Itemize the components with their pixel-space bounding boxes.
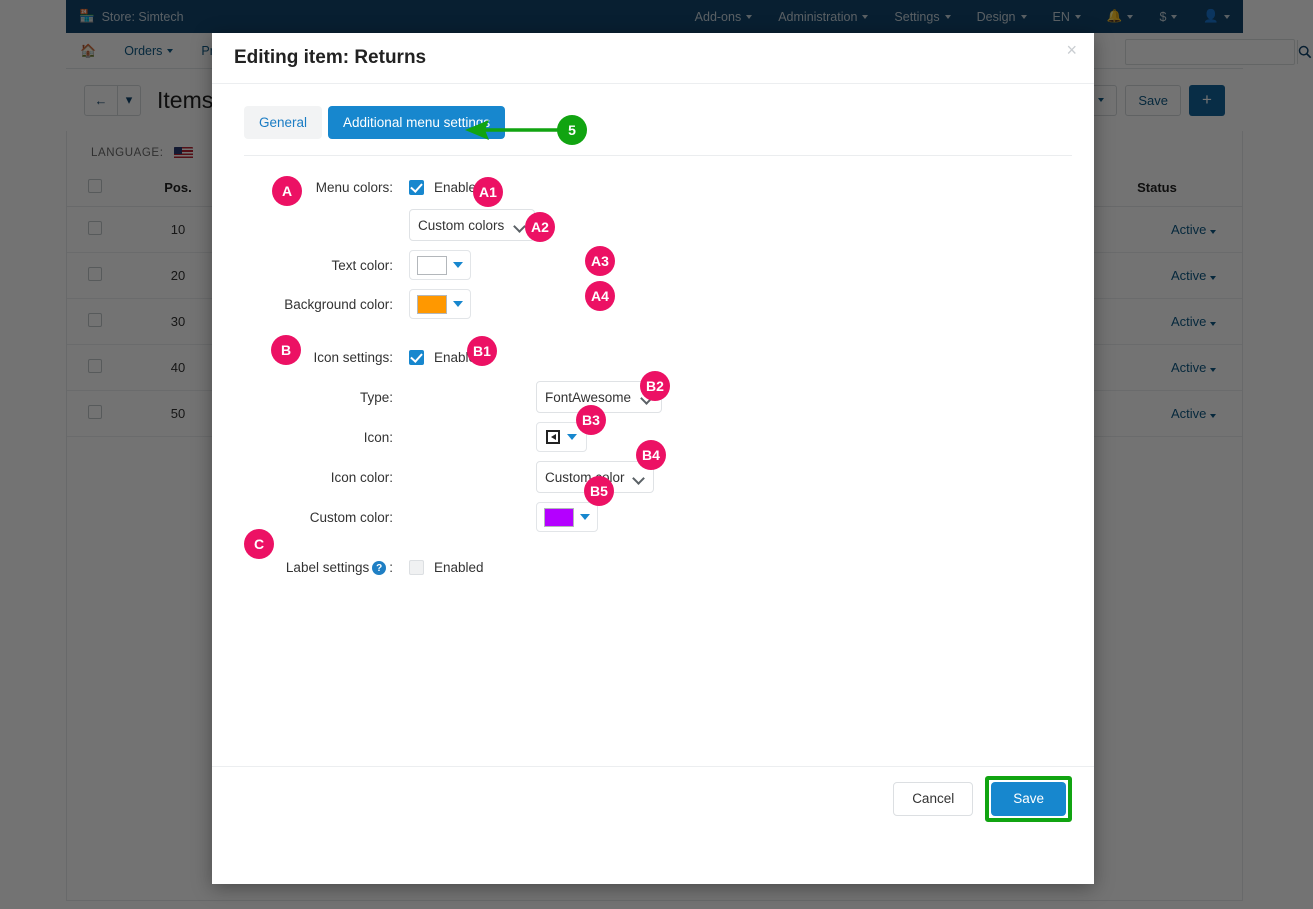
annotation-badge-B: B: [271, 335, 301, 365]
chevron-down-icon: [567, 434, 577, 440]
annotation-badge-A4: A4: [585, 281, 615, 311]
text-color-swatch: [417, 255, 447, 275]
icon-settings-enabled-checkbox[interactable]: [409, 350, 424, 365]
caret-square-left-icon: [546, 430, 560, 444]
annotation-badge-B1: B1: [467, 336, 497, 366]
field-row-menu-colors: Menu colors: Enabled: [234, 180, 1072, 195]
label-settings-enabled-label: Enabled: [434, 560, 484, 576]
background-color-label: Background color:: [284, 296, 393, 312]
field-row-color-scheme: Custom colors: [234, 209, 1072, 241]
annotation-badge-5: 5: [557, 115, 587, 145]
annotation-badge-B3: B3: [576, 405, 606, 435]
chevron-down-icon: [580, 514, 590, 520]
icon-label: Icon:: [363, 429, 393, 445]
annotation-badge-B4: B4: [636, 440, 666, 470]
field-row-icon: Icon:: [234, 422, 1072, 452]
modal-header: Editing item: Returns ×: [212, 33, 1094, 84]
icon-settings-label: Icon settings:: [313, 350, 393, 365]
custom-color-picker[interactable]: [536, 502, 598, 532]
save-button[interactable]: Save: [991, 781, 1066, 816]
annotation-badge-B2: B2: [640, 371, 670, 401]
menu-colors-enabled-label: Enabled: [434, 180, 484, 195]
label-settings-label: Label settings?:: [285, 560, 393, 576]
type-label: Type:: [359, 389, 393, 405]
tab-general[interactable]: General: [244, 106, 323, 139]
close-icon[interactable]: ×: [1066, 40, 1077, 60]
field-row-icon-settings: Icon settings: Enabled: [234, 350, 1072, 365]
chevron-down-icon: [453, 262, 463, 268]
background-color-picker[interactable]: [409, 289, 471, 319]
field-row-background-color: Background color:: [234, 289, 1072, 319]
annotation-badge-A: A: [272, 176, 302, 206]
modal-title: Editing item: Returns: [234, 47, 427, 68]
tabs-divider: [244, 155, 1072, 156]
cancel-button[interactable]: Cancel: [893, 781, 974, 816]
menu-colors-label: Menu colors:: [315, 180, 393, 195]
field-row-label-settings: Label settings?: Enabled: [234, 560, 1072, 576]
custom-color-swatch: [544, 507, 574, 527]
annotation-badge-A3: A3: [585, 246, 615, 276]
annotation-badge-A2: A2: [525, 212, 555, 242]
annotation-badge-C: C: [244, 529, 274, 559]
icon-color-label: Icon color:: [330, 469, 393, 485]
annotation-arrow: [465, 120, 559, 140]
help-icon[interactable]: ?: [372, 561, 387, 576]
chevron-down-icon: [453, 301, 463, 307]
background-color-swatch: [417, 294, 447, 314]
icon-picker[interactable]: [536, 422, 587, 452]
menu-colors-enabled-checkbox[interactable]: [409, 180, 424, 195]
field-row-custom-color: Custom color:: [234, 502, 1072, 532]
save-button-highlight: Save: [985, 775, 1072, 822]
label-settings-enabled-checkbox[interactable]: [409, 560, 424, 576]
custom-color-label: Custom color:: [309, 509, 393, 525]
field-row-text-color: Text color:: [234, 250, 1072, 280]
modal-tabs: General Additional menu settings: [234, 106, 1072, 139]
text-color-label: Text color:: [331, 257, 393, 273]
annotation-badge-A1: A1: [473, 177, 503, 207]
annotation-badge-B5: B5: [584, 476, 614, 506]
color-scheme-select[interactable]: Custom colors: [409, 209, 535, 241]
modal-footer: Cancel Save: [212, 766, 1094, 830]
text-color-picker[interactable]: [409, 250, 471, 280]
